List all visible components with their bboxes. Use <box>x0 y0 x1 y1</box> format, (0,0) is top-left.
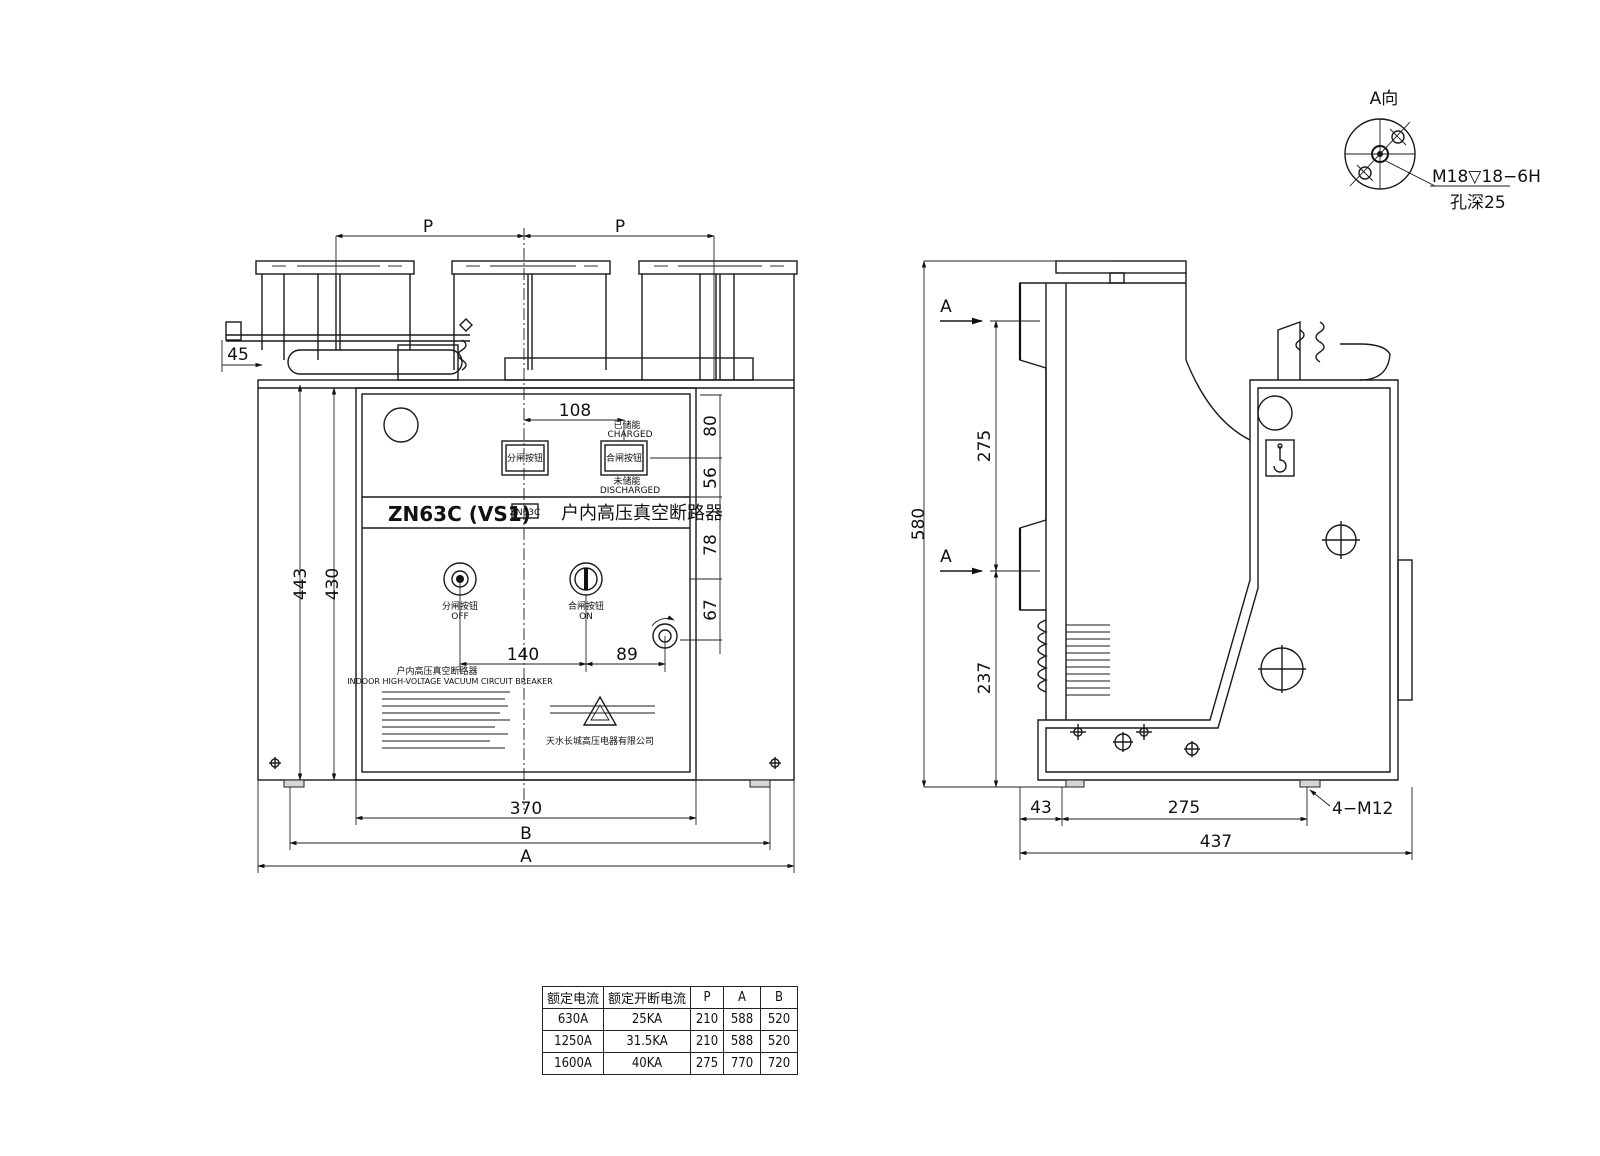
table-cell: 630A <box>541 1008 605 1031</box>
header-rated-current: 额定电流 <box>541 986 605 1009</box>
table-cell: 31.5KA <box>603 1030 692 1053</box>
indicator-right-label: 合闸按钮 <box>606 452 642 464</box>
front-view: 分闸按钮 合闸按钮 已储能 CHARGED 未储能 DISCHARGED ZN6… <box>221 217 798 873</box>
header-breaking-current: 额定开断电流 <box>603 986 692 1009</box>
model-label: ZN63C (VS1) <box>388 502 531 526</box>
side-dimensions <box>921 260 1413 860</box>
dim-437: 437 <box>1200 832 1232 852</box>
table-cell: 210 <box>690 1030 725 1053</box>
dim-89: 89 <box>616 645 638 665</box>
dim-43: 43 <box>1030 798 1052 818</box>
section-a-top: A <box>940 297 952 317</box>
charging-port <box>651 615 678 649</box>
top-terminals <box>255 260 798 380</box>
warning-sign <box>550 695 655 726</box>
detail-a-view: A向 M18▽18−6H 孔深25 <box>1344 89 1541 213</box>
table-cell: 1250A <box>541 1030 605 1053</box>
dim-80: 80 <box>701 415 721 437</box>
dim-370: 370 <box>510 799 542 819</box>
dim-56: 56 <box>701 467 721 489</box>
dim-45: 45 <box>227 345 249 365</box>
dim-p2: P <box>615 217 625 237</box>
section-a-bottom: A <box>940 547 952 567</box>
table-cell: 520 <box>760 1030 799 1053</box>
title-cn: 户内高压真空断路器 <box>561 503 723 524</box>
spec-table-header: 额定电流 额定开断电流 P A B <box>541 986 799 1009</box>
side-bolts <box>1070 521 1360 757</box>
dim-237: 237 <box>975 662 995 694</box>
detail-a-title: A向 <box>1370 89 1399 109</box>
dim-275-vertical: 275 <box>975 430 995 462</box>
shaft-mechanism <box>225 318 754 381</box>
table-cell: 210 <box>690 1008 725 1031</box>
detail-a-thread: M18▽18−6H <box>1432 167 1541 187</box>
table-cell: 588 <box>723 1030 762 1053</box>
table-cell: 520 <box>760 1008 799 1031</box>
spec-table: 额定电流 额定开断电流 P A B 630A 25KA 210 588 520 … <box>541 986 799 1075</box>
detail-a-depth: 孔深25 <box>1450 193 1506 213</box>
dim-p1: P <box>423 217 433 237</box>
discharged-en: DISCHARGED <box>600 486 660 496</box>
dim-443: 443 <box>291 568 311 600</box>
header-a: A <box>723 986 762 1009</box>
viewing-window <box>383 407 419 443</box>
side-view: A A 580 275 237 43 275 437 4−M12 <box>909 260 1413 860</box>
bolt-spec: 4−M12 <box>1332 799 1393 819</box>
dim-b: B <box>520 824 532 844</box>
table-cell: 275 <box>690 1052 725 1075</box>
dim-275-horizontal: 275 <box>1168 798 1200 818</box>
table-cell: 40KA <box>603 1052 692 1075</box>
table-row: 1250A 31.5KA 210 588 520 <box>541 1030 799 1053</box>
charged-en: CHARGED <box>607 430 652 440</box>
table-cell: 25KA <box>603 1008 692 1031</box>
dim-67: 67 <box>701 599 721 621</box>
nameplate-title-en: INDOOR HIGH-VOLTAGE VACUUM CIRCUIT BREAK… <box>347 677 553 686</box>
nameplate-lines <box>382 691 510 749</box>
indicator-open <box>501 440 549 476</box>
model-badge: ZN63C <box>510 508 541 518</box>
table-cell: 588 <box>723 1008 762 1031</box>
dim-430: 430 <box>323 568 343 600</box>
warning-company: 天水长城高压电器有限公司 <box>546 735 654 747</box>
discharged-cn: 未储能 <box>613 475 640 487</box>
table-row: 630A 25KA 210 588 520 <box>541 1008 799 1031</box>
corner-screws <box>269 757 781 769</box>
front-dimensions <box>221 233 795 873</box>
close-button <box>569 562 603 596</box>
dim-78: 78 <box>701 534 721 556</box>
dim-a: A <box>520 847 532 867</box>
table-cell: 1600A <box>541 1052 605 1075</box>
dim-580: 580 <box>909 508 929 540</box>
insulator-bellows <box>1037 619 1048 693</box>
lift-hook-icon <box>1265 439 1295 477</box>
table-cell: 720 <box>760 1052 799 1075</box>
nameplate-title-cn: 户内高压真空断路器 <box>396 665 477 677</box>
dim-108: 108 <box>559 401 591 421</box>
indicator-left-label: 分闸按钮 <box>507 452 543 464</box>
header-p: P <box>690 986 725 1009</box>
dim-140: 140 <box>507 645 539 665</box>
table-cell: 770 <box>723 1052 762 1075</box>
table-row: 1600A 40KA 275 770 720 <box>541 1052 799 1075</box>
header-b: B <box>760 986 799 1009</box>
